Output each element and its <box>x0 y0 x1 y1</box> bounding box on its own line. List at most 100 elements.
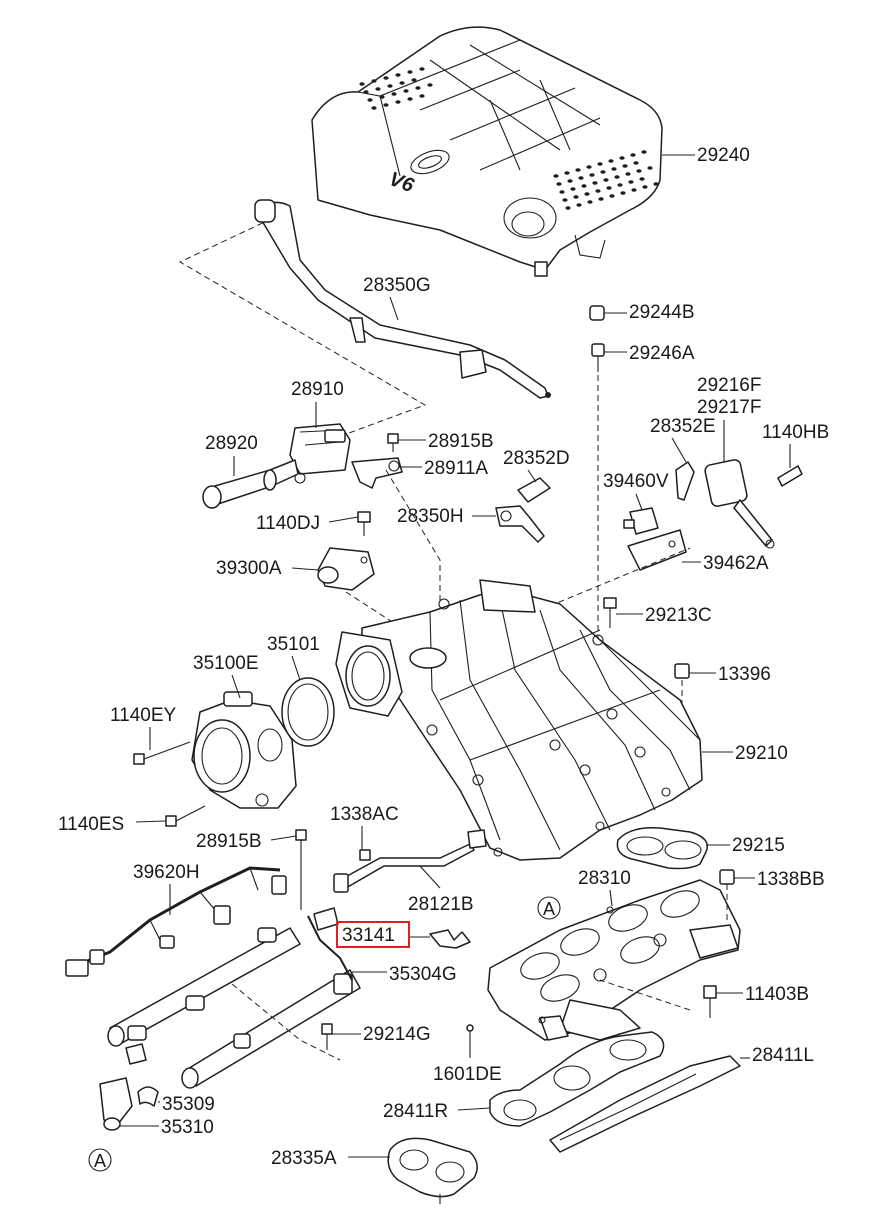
callout-29214G[interactable]: 29214G <box>363 1024 431 1045</box>
callout-28915B-bottom[interactable]: 28915B <box>196 831 262 852</box>
throttle-flange <box>335 631 403 717</box>
vent-dot <box>620 191 626 195</box>
callout-39620H[interactable]: 39620H <box>133 862 200 883</box>
vent-dot <box>641 150 647 154</box>
leader-28352D <box>527 469 537 483</box>
clip-35309 <box>137 1086 159 1107</box>
callout-28920[interactable]: 28920 <box>205 433 258 454</box>
leader-28411R <box>457 1107 491 1111</box>
callout-1601DE[interactable]: 1601DE <box>433 1064 502 1085</box>
vent-dot <box>600 170 606 174</box>
callout-35101[interactable]: 35101 <box>267 634 320 655</box>
leader-35100E <box>231 674 241 699</box>
callout-1140EY[interactable]: 1140EY <box>110 705 177 726</box>
callout-1338BB[interactable]: 1338BB <box>757 869 825 890</box>
plug-1601DE <box>466 1024 474 1032</box>
leader-39300A <box>291 567 319 571</box>
leader-28350G <box>389 296 399 321</box>
gasket-35101 <box>281 677 335 747</box>
callout-33141[interactable]: 33141 <box>342 925 395 946</box>
fitting-33141 <box>313 907 471 949</box>
bolt-1140ES <box>165 805 206 827</box>
callout-28910[interactable]: 28910 <box>291 379 344 400</box>
vent-dot <box>625 172 631 176</box>
callout-29215[interactable]: 29215 <box>732 835 785 856</box>
vent-dot <box>628 180 634 184</box>
vent-dot <box>614 175 620 179</box>
callout-28411L[interactable]: 28411L <box>752 1045 814 1066</box>
callout-28352D[interactable]: 28352D <box>503 448 570 469</box>
callout-28350G[interactable]: 28350G <box>363 275 431 296</box>
callout-1140DJ[interactable]: 1140DJ <box>256 513 320 534</box>
callout-28352E[interactable]: 28352E <box>650 416 716 437</box>
vent-dot <box>642 185 648 189</box>
fuel-rail-upper <box>107 927 301 1047</box>
callout-29246A[interactable]: 29246A <box>629 343 695 364</box>
vent-dot <box>567 179 573 183</box>
callout-28915B-top[interactable]: 28915B <box>428 431 494 452</box>
callout-28411R[interactable]: 28411R <box>383 1101 448 1122</box>
callout-28911A[interactable]: 28911A <box>424 458 488 479</box>
callout-29217F[interactable]: 29217F <box>697 397 761 418</box>
callout-11403B[interactable]: 11403B <box>745 984 809 1005</box>
callout-35310[interactable]: 35310 <box>161 1117 214 1138</box>
callout-1338AC[interactable]: 1338AC <box>330 804 399 825</box>
callout-35304G[interactable]: 35304G <box>389 964 457 985</box>
leader-39460V <box>635 493 643 511</box>
intake-manifold-29210 <box>361 579 703 861</box>
bracket-28911A <box>351 457 403 489</box>
vent-dot <box>363 90 369 94</box>
callout-35100E[interactable]: 35100E <box>193 653 259 674</box>
callout-1140ES[interactable]: 1140ES <box>58 814 124 835</box>
lower-manifold-28310 <box>487 879 741 1041</box>
vent-dot <box>633 161 639 165</box>
cover-vent-dots-left <box>359 67 433 110</box>
leader-1140ES <box>135 820 167 823</box>
leader-28310 <box>609 889 613 907</box>
actuator-29216F <box>704 459 775 549</box>
callout-29210[interactable]: 29210 <box>735 743 788 764</box>
callout-29244B[interactable]: 29244B <box>629 302 695 323</box>
callout-29213C[interactable]: 29213C <box>645 605 712 626</box>
callout-13396[interactable]: 13396 <box>718 664 771 685</box>
vent-dot <box>597 162 603 166</box>
vent-dot <box>575 168 581 172</box>
callout-28121B[interactable]: 28121B <box>408 894 474 915</box>
callout-39460V[interactable]: 39460V <box>603 471 669 492</box>
callout-28335A[interactable]: 28335A <box>271 1148 337 1169</box>
callout-39462A[interactable]: 39462A <box>703 553 769 574</box>
routing-line-28350H <box>385 469 441 605</box>
vent-dot <box>611 167 617 171</box>
vent-dot <box>411 78 417 82</box>
callout-28310[interactable]: 28310 <box>578 868 631 889</box>
vent-dot <box>383 103 389 107</box>
vent-dot <box>595 189 601 193</box>
callout-29240[interactable]: 29240 <box>697 145 750 166</box>
callout-35309[interactable]: 35309 <box>162 1094 215 1115</box>
callout-1140HB[interactable]: 1140HB <box>762 422 829 443</box>
ref-A-upper-label: A <box>543 899 555 919</box>
pcv-valve-28910 <box>289 423 351 484</box>
vent-dot <box>367 98 373 102</box>
vent-dot <box>576 203 582 207</box>
vent-dot <box>647 166 653 170</box>
callout-29216F[interactable]: 29216F <box>697 375 761 396</box>
vent-dot <box>387 84 393 88</box>
vent-dot <box>630 153 636 157</box>
bolt-28915B-top <box>387 433 399 452</box>
leader-28121B <box>419 865 441 889</box>
vent-dot <box>609 194 615 198</box>
bolt-28915B-bottom <box>295 829 307 910</box>
ref-A-lower-label: A <box>94 1151 106 1171</box>
vent-dot <box>653 182 659 186</box>
callout-28350H[interactable]: 28350H <box>397 506 464 527</box>
bolt-11403B <box>703 985 717 1018</box>
leader-1140DJ <box>328 516 359 523</box>
map-sensor-39300A <box>317 547 375 591</box>
fuel-rail-lower <box>181 969 361 1089</box>
routing-line-actuator <box>539 547 691 611</box>
stud-29244B <box>589 305 605 321</box>
callout-39300A[interactable]: 39300A <box>216 558 282 579</box>
vent-dot <box>581 184 587 188</box>
